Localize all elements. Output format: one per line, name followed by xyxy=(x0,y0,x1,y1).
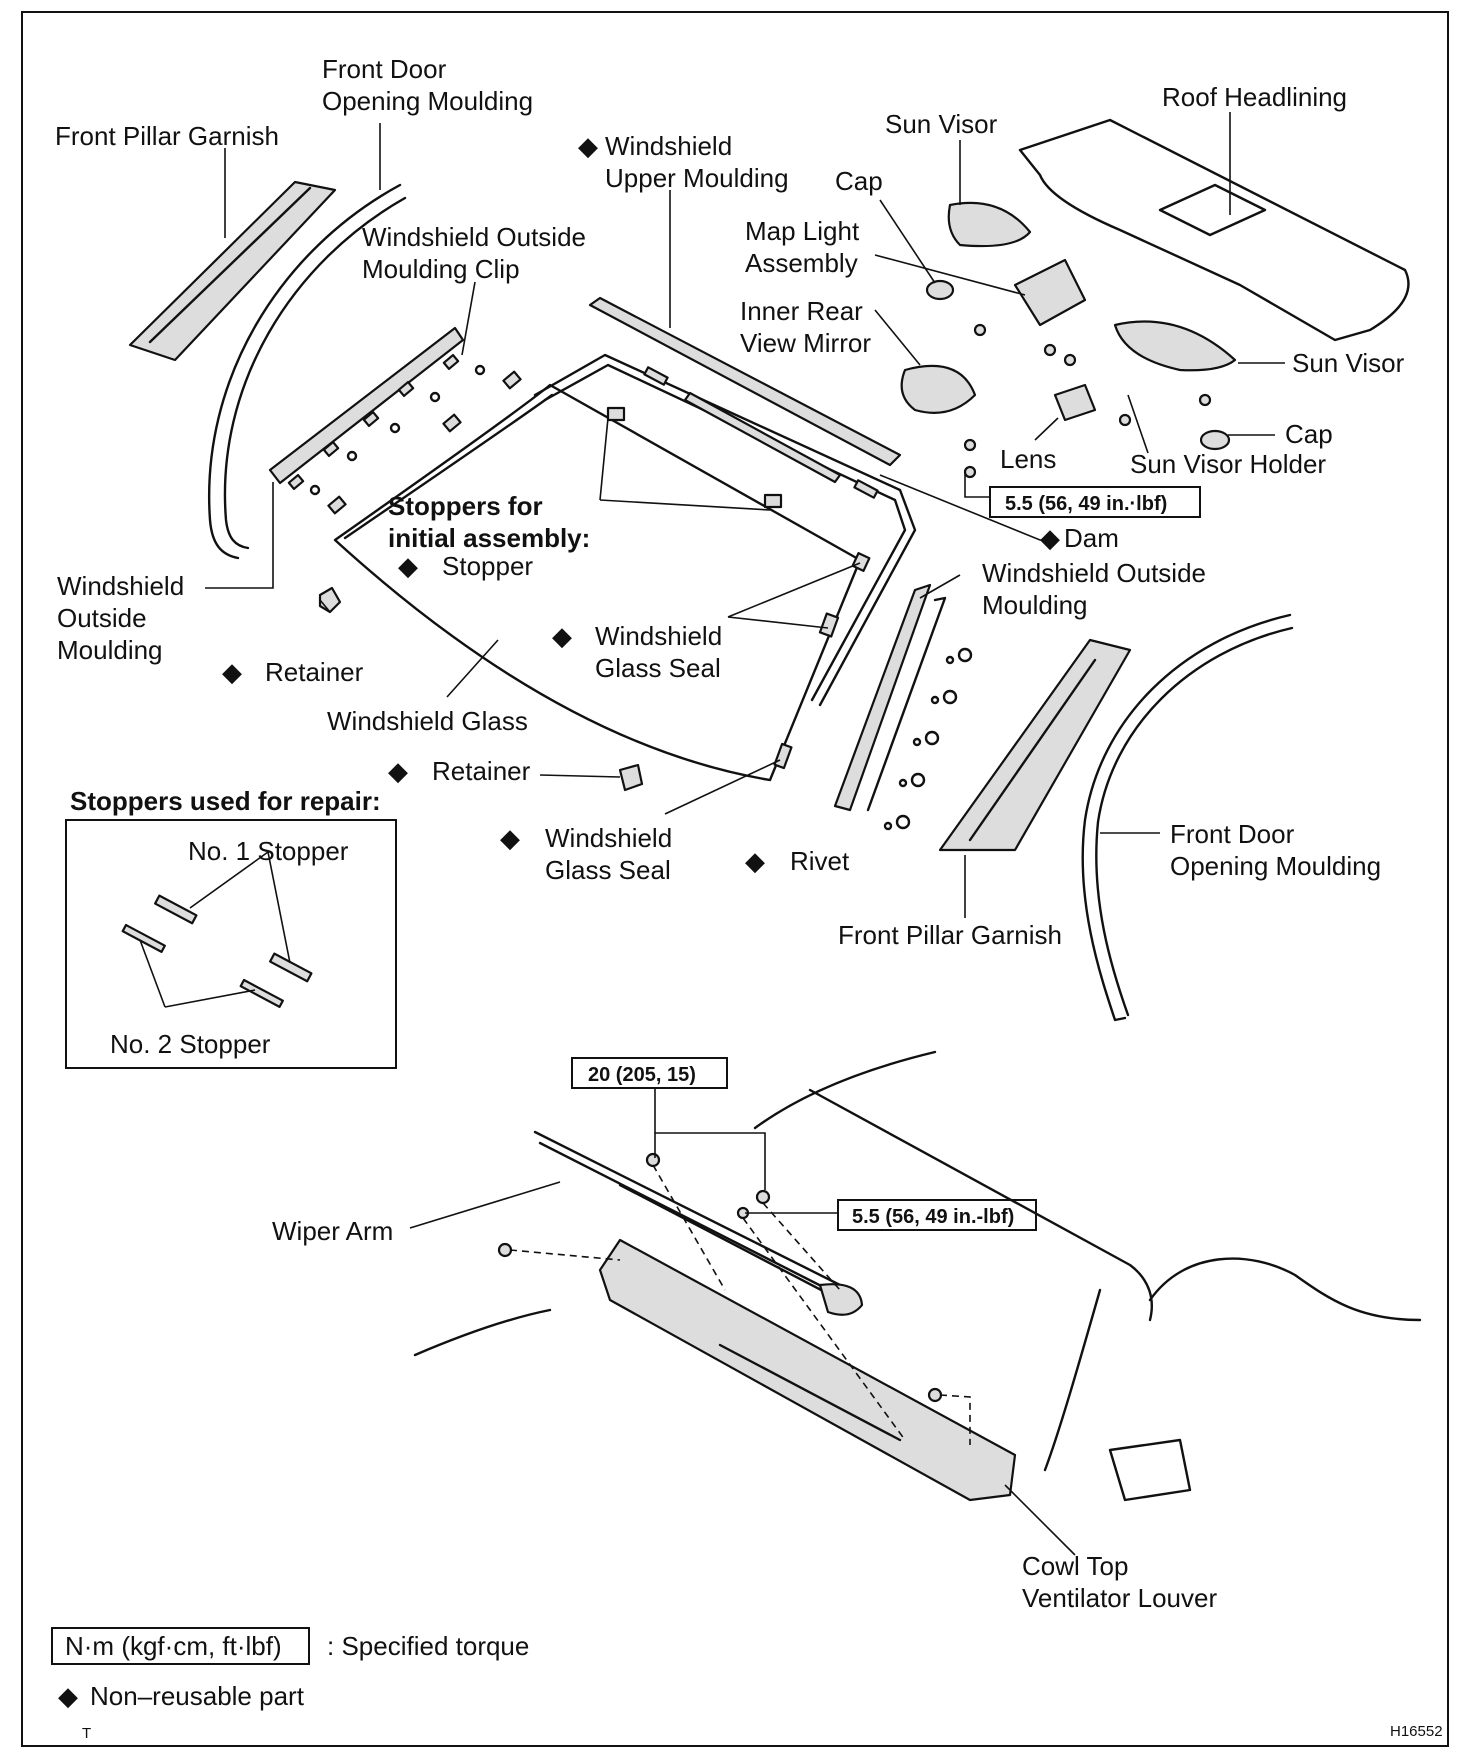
glass-stoppers xyxy=(606,406,871,770)
repair-stoppers-parts xyxy=(121,894,313,1008)
diamond-windshield-upper-moulding: ◆ xyxy=(578,131,598,161)
label-no2-stopper: No. 2 Stopper xyxy=(110,1029,271,1059)
label-glass-seal-lower-1: Windshield xyxy=(545,823,672,853)
label-stoppers-initial-1: Stoppers for xyxy=(388,491,543,521)
cowl-bolts xyxy=(497,1152,943,1403)
label-cowl-top-2: Ventilator Louver xyxy=(1022,1583,1217,1613)
label-inner-mirror-1: Inner Rear xyxy=(740,296,863,326)
label-wiper-arm: Wiper Arm xyxy=(272,1216,393,1246)
cowl-top-part xyxy=(598,1238,1017,1502)
diamond-stopper: ◆ xyxy=(398,551,418,581)
label-retainer-lower: Retainer xyxy=(432,756,531,786)
label-glass-seal-upper-2: Glass Seal xyxy=(595,653,721,683)
label-front-pillar-garnish-top: Front Pillar Garnish xyxy=(55,121,279,151)
label-outside-moulding-left-3: Moulding xyxy=(57,635,163,665)
caps xyxy=(925,279,1231,451)
label-outside-moulding-left-1: Windshield xyxy=(57,571,184,601)
label-stoppers-repair-title: Stoppers used for repair: xyxy=(70,786,381,816)
windshield-outside-moulding-right-part xyxy=(833,583,947,812)
legend-torque-box xyxy=(51,1627,310,1665)
roof-headlining-part xyxy=(1018,118,1410,342)
torque-box-roof xyxy=(989,486,1201,518)
front-pillar-garnish-right-part xyxy=(938,638,1132,852)
label-inner-mirror-2: View Mirror xyxy=(740,328,871,358)
label-stopper: Stopper xyxy=(442,551,533,581)
windshield-upper-moulding-part xyxy=(533,296,917,707)
label-outside-moulding-right-2: Moulding xyxy=(982,590,1088,620)
diamond-retainer-lower: ◆ xyxy=(388,756,408,786)
diamond-rivet: ◆ xyxy=(745,846,765,876)
sun-visors xyxy=(947,201,1237,372)
label-lens: Lens xyxy=(1000,444,1056,474)
car-body-outline xyxy=(413,1050,1422,1502)
diamond-retainer-left: ◆ xyxy=(222,657,242,687)
windshield-outside-moulding-left-part xyxy=(268,326,465,485)
label-cap-top: Cap xyxy=(835,166,883,196)
torque-connectors xyxy=(509,1088,971,1445)
label-cowl-top-1: Cowl Top xyxy=(1022,1551,1128,1581)
label-windshield-glass: Windshield Glass xyxy=(327,706,528,736)
figure-frame xyxy=(21,11,1449,1747)
label-front-door-opening-moulding-top-1: Front Door xyxy=(322,54,447,84)
label-outside-moulding-left-2: Outside xyxy=(57,603,147,633)
label-front-door-opening-moulding-right-1: Front Door xyxy=(1170,819,1295,849)
label-no1-stopper: No. 1 Stopper xyxy=(188,836,349,866)
label-front-pillar-garnish-bottom: Front Pillar Garnish xyxy=(838,920,1062,950)
legend-non-reusable: Non–reusable part xyxy=(90,1681,305,1711)
repair-stoppers-box xyxy=(65,819,397,1069)
label-map-light-1: Map Light xyxy=(745,216,860,246)
torque-box-cowl xyxy=(837,1199,1037,1231)
legend-torque-desc: : Specified torque xyxy=(327,1631,529,1661)
front-door-opening-moulding-left-part xyxy=(207,183,407,560)
roof-screws xyxy=(963,323,1212,479)
rivets-right xyxy=(883,647,973,831)
label-outside-moulding-right-1: Windshield Outside xyxy=(982,558,1206,588)
label-glass-seal-upper-1: Windshield xyxy=(595,621,722,651)
diagram-labels: Front Door Opening Moulding Front Pillar… xyxy=(55,54,1405,1613)
front-pillar-garnish-left-part xyxy=(128,180,337,362)
legend: N·m (kgf·cm, ft·lbf) : Specified torque … xyxy=(58,1631,1443,1742)
front-door-opening-moulding-right-part xyxy=(1081,613,1294,1022)
label-sun-visor-right: Sun Visor xyxy=(1292,348,1405,378)
label-outside-moulding-clip-1: Windshield Outside xyxy=(362,222,586,252)
diamond-glass-seal-upper: ◆ xyxy=(552,621,572,651)
label-torque-cowl: 5.5 (56, 49 in.-lbf) xyxy=(852,1206,1014,1228)
moulding-clips-left xyxy=(287,353,522,515)
retainers xyxy=(318,586,644,792)
map-light-part xyxy=(1013,258,1097,422)
label-sun-visor-holder: Sun Visor Holder xyxy=(1130,449,1326,479)
label-torque-wiper-nut: 20 (205, 15) xyxy=(588,1064,696,1086)
legend-torque-unit: N·m (kgf·cm, ft·lbf) xyxy=(65,1631,282,1661)
label-windshield-upper-moulding-2: Upper Moulding xyxy=(605,163,789,193)
label-torque-roof: 5.5 (56, 49 in.·lbf) xyxy=(1005,493,1167,515)
leader-lines xyxy=(139,112,1285,1556)
label-retainer-left: Retainer xyxy=(265,657,364,687)
label-stoppers-initial-2: initial assembly: xyxy=(388,523,590,553)
label-front-door-opening-moulding-top-2: Opening Moulding xyxy=(322,86,533,116)
label-front-door-opening-moulding-right-2: Opening Moulding xyxy=(1170,851,1381,881)
label-glass-seal-lower-2: Glass Seal xyxy=(545,855,671,885)
label-map-light-2: Assembly xyxy=(745,248,858,278)
diamond-dam: ◆ xyxy=(1040,523,1060,553)
label-roof-headlining: Roof Headlining xyxy=(1162,82,1347,112)
legend-t-mark: T xyxy=(82,1725,91,1742)
wiper-arm-part xyxy=(533,1130,864,1316)
label-sun-visor-top: Sun Visor xyxy=(885,109,998,139)
label-dam: Dam xyxy=(1064,523,1119,553)
label-windshield-upper-moulding-1: Windshield xyxy=(605,131,732,161)
label-rivet: Rivet xyxy=(790,846,850,876)
inner-mirror-part xyxy=(900,364,977,414)
figure-id: H16552 xyxy=(1390,1723,1443,1740)
label-outside-moulding-clip-2: Moulding Clip xyxy=(362,254,520,284)
torque-box-wiper xyxy=(571,1057,728,1089)
diamond-glass-seal-lower: ◆ xyxy=(500,823,520,853)
label-cap-right: Cap xyxy=(1285,419,1333,449)
legend-diamond: ◆ xyxy=(58,1681,78,1711)
windshield-glass-part xyxy=(333,383,862,782)
